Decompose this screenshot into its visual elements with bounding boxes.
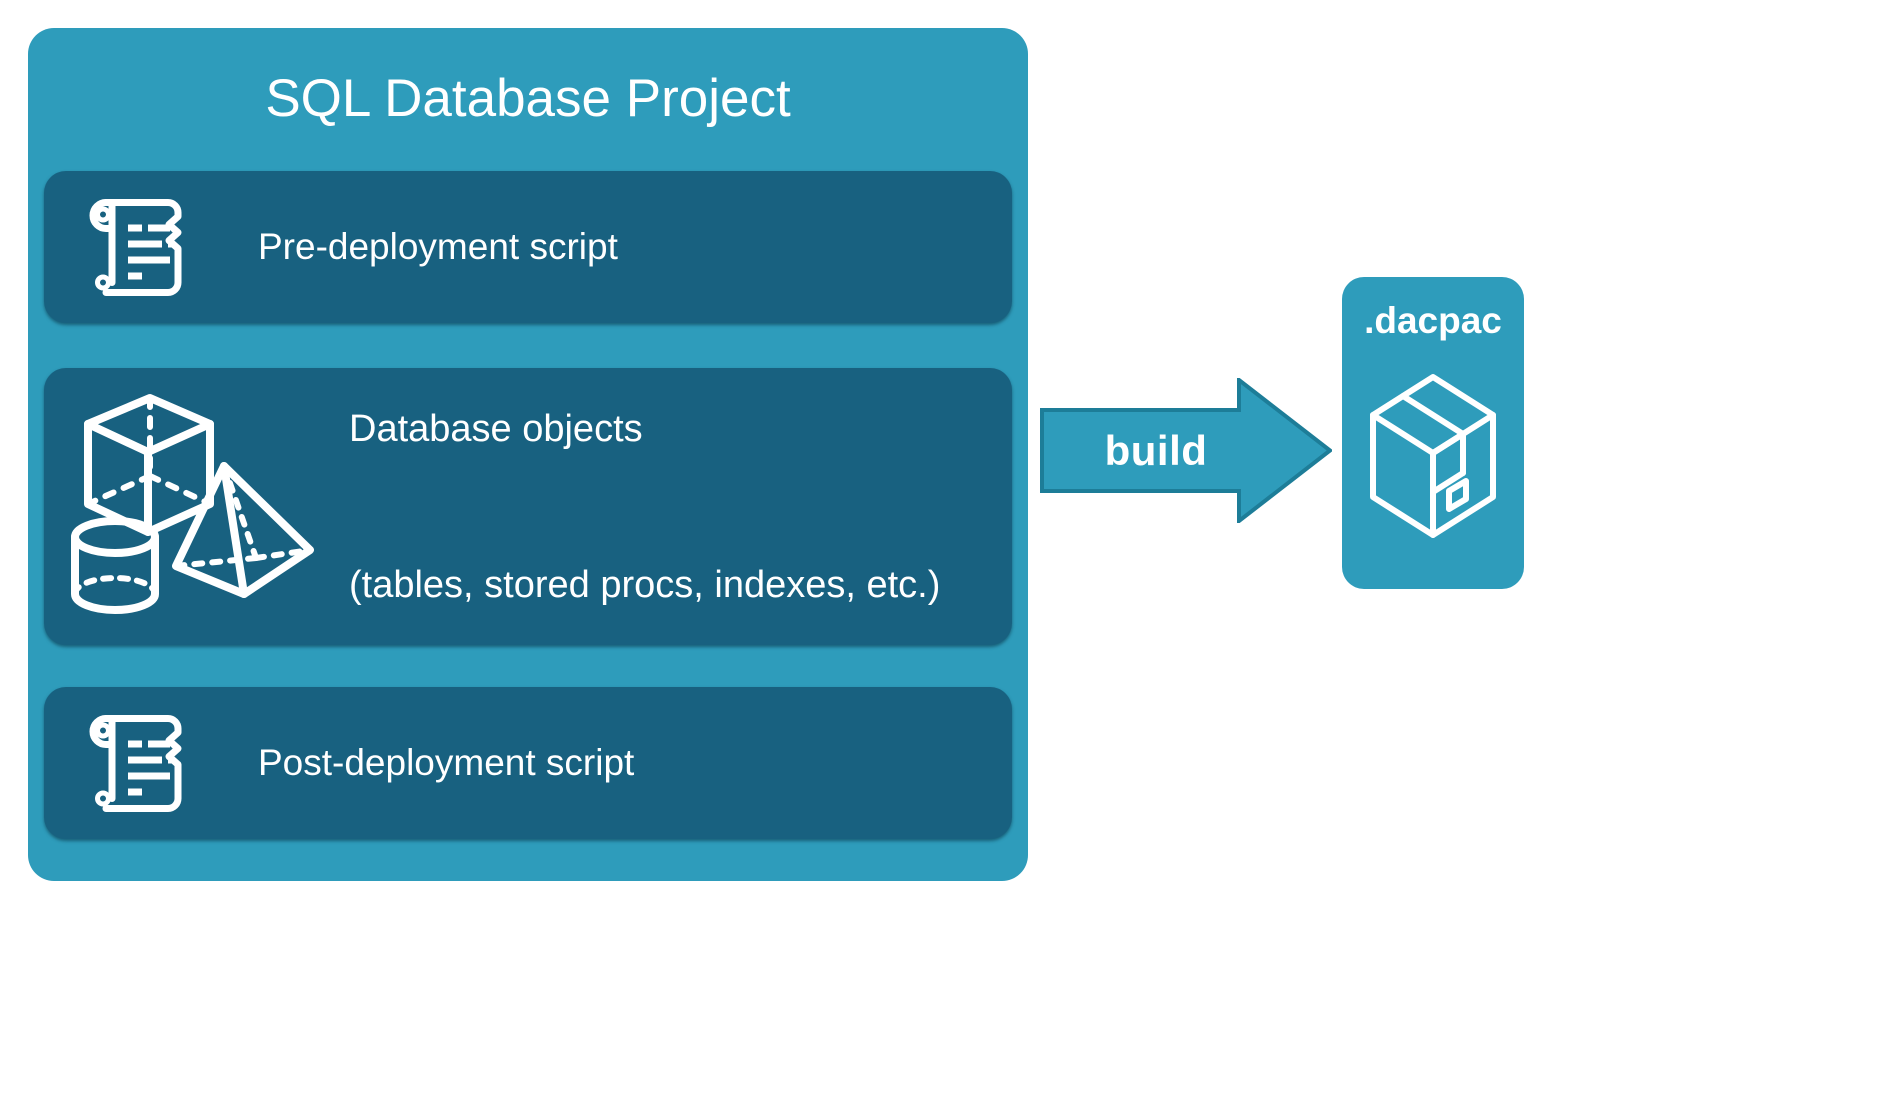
dacpac-output-card: .dacpac [1342, 277, 1524, 589]
panel-post-deployment[interactable]: Post-deployment script [44, 687, 1012, 839]
package-box-icon [1365, 369, 1501, 546]
sql-database-project-card: SQL Database Project [28, 28, 1028, 881]
panel-pre-deployment[interactable]: Pre-deployment script [44, 171, 1012, 323]
panel-post-deployment-label: Post-deployment script [258, 742, 635, 783]
project-title: SQL Database Project [265, 69, 791, 128]
shapes-icon [58, 380, 328, 635]
build-arrow-icon [1040, 375, 1334, 526]
panel-pre-deployment-label: Pre-deployment script [258, 226, 618, 267]
scroll-icon [72, 705, 190, 822]
dacpac-title: .dacpac [1364, 300, 1502, 341]
panel-database-objects-label: Database objects (tables, stored procs, … [349, 299, 940, 715]
panel-database-objects-line1: Database objects [349, 407, 643, 450]
panel-database-objects-line2: (tables, stored procs, indexes, etc.) [349, 563, 941, 606]
scroll-icon [72, 189, 190, 306]
panel-database-objects[interactable]: Database objects (tables, stored procs, … [44, 368, 1012, 645]
